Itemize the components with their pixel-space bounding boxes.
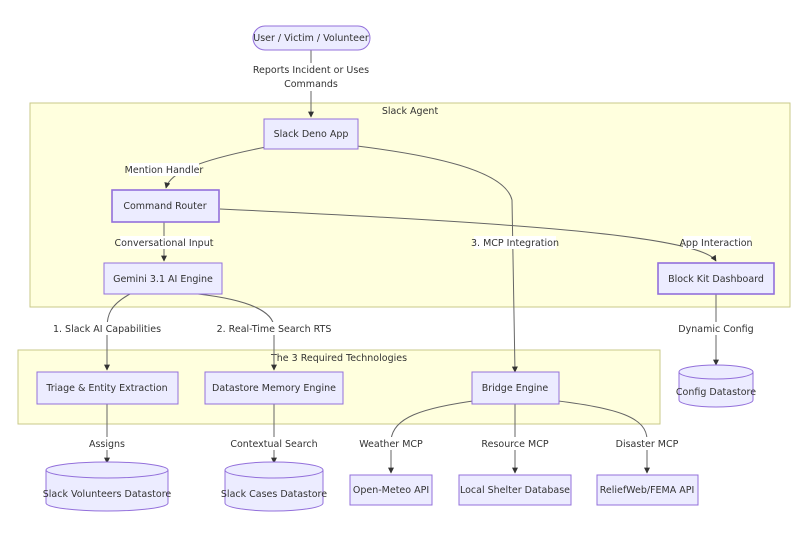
node-slack-deno-app: Slack Deno App bbox=[263, 118, 359, 150]
node-local-shelter-database: Local Shelter Database bbox=[458, 474, 572, 506]
edge-label-contextual-search: Contextual Search bbox=[230, 439, 317, 450]
node-datastore-memory-engine-label: Datastore Memory Engine bbox=[212, 383, 336, 394]
node-volunteers-datastore: Slack Volunteers Datastore bbox=[43, 461, 172, 512]
edges bbox=[104, 50, 719, 474]
edge-labels: Reports Incident or Uses Commands Mentio… bbox=[53, 63, 754, 450]
edge-label-realtime-search: 2. Real-Time Search RTS bbox=[217, 324, 332, 335]
node-datastore-memory-engine: Datastore Memory Engine bbox=[204, 371, 344, 405]
node-user: User / Victim / Volunteer bbox=[252, 25, 371, 51]
node-cases-datastore-label: Slack Cases Datastore bbox=[221, 489, 327, 500]
node-block-kit-dashboard: Block Kit Dashboard bbox=[657, 262, 775, 295]
cluster-slack-agent-title: Slack Agent bbox=[382, 106, 439, 117]
cluster-required-technologies-title: The 3 Required Technologies bbox=[270, 353, 407, 364]
node-gemini-engine: Gemini 3.1 AI Engine bbox=[103, 262, 223, 295]
node-user-label: User / Victim / Volunteer bbox=[253, 33, 369, 44]
node-command-router: Command Router bbox=[111, 189, 220, 223]
edge-label-conversational-input: Conversational Input bbox=[115, 238, 214, 249]
edge-router-to-blockkit bbox=[219, 208, 717, 262]
node-gemini-engine-label: Gemini 3.1 AI Engine bbox=[113, 274, 213, 285]
node-slack-deno-app-label: Slack Deno App bbox=[274, 129, 349, 140]
edge-label-reports-2: Commands bbox=[284, 79, 338, 90]
node-bridge-engine: Bridge Engine bbox=[471, 371, 560, 405]
node-reliefweb-fema-api: ReliefWeb/FEMA API bbox=[596, 474, 699, 506]
edge-label-disaster-mcp: Disaster MCP bbox=[616, 439, 679, 450]
edge-label-resource-mcp: Resource MCP bbox=[481, 439, 548, 450]
edge-label-app-interaction: App Interaction bbox=[679, 238, 752, 249]
edge-label-assigns: Assigns bbox=[89, 439, 125, 450]
node-volunteers-datastore-label: Slack Volunteers Datastore bbox=[43, 489, 172, 500]
node-open-meteo-api-label: Open-Meteo API bbox=[353, 485, 429, 496]
edge-label-slack-ai: 1. Slack AI Capabilities bbox=[53, 324, 161, 335]
edge-label-weather-mcp: Weather MCP bbox=[359, 439, 423, 450]
edge-label-dynamic-config: Dynamic Config bbox=[678, 324, 753, 335]
edge-label-mcp-integration: 3. MCP Integration bbox=[471, 238, 559, 249]
node-local-shelter-database-label: Local Shelter Database bbox=[460, 485, 570, 496]
node-triage-extraction-label: Triage & Entity Extraction bbox=[45, 383, 167, 394]
node-config-datastore: Config Datastore bbox=[676, 364, 756, 408]
edge-label-mention-handler: Mention Handler bbox=[125, 165, 204, 176]
node-reliefweb-fema-api-label: ReliefWeb/FEMA API bbox=[600, 485, 695, 496]
node-command-router-label: Command Router bbox=[123, 201, 206, 212]
node-config-datastore-label: Config Datastore bbox=[676, 387, 756, 398]
edge-label-reports-1: Reports Incident or Uses bbox=[253, 65, 369, 76]
node-open-meteo-api: Open-Meteo API bbox=[349, 474, 433, 506]
node-block-kit-dashboard-label: Block Kit Dashboard bbox=[668, 274, 764, 285]
edge-app-to-bridge bbox=[356, 145, 518, 373]
node-triage-extraction: Triage & Entity Extraction bbox=[36, 371, 179, 405]
node-bridge-engine-label: Bridge Engine bbox=[482, 383, 549, 394]
node-cases-datastore: Slack Cases Datastore bbox=[221, 461, 327, 512]
